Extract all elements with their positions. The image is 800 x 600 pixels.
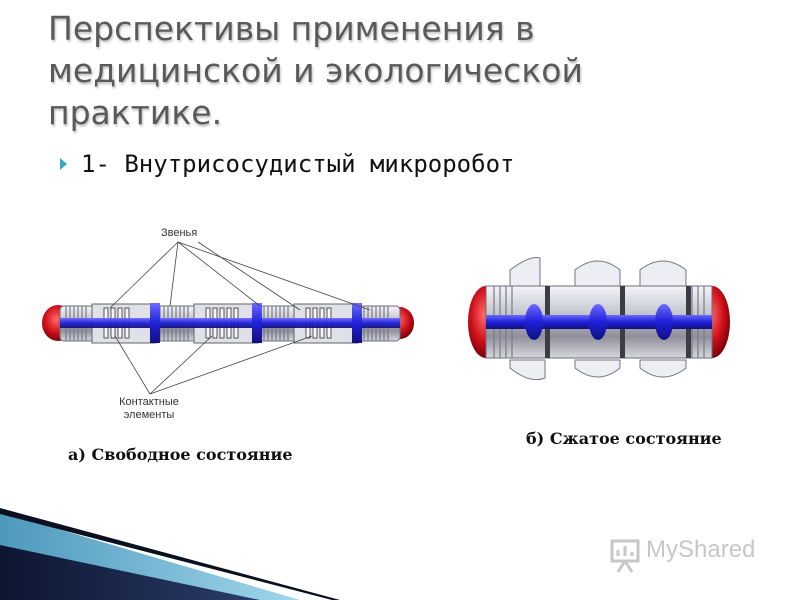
caption-compressed-state: б) Сжатое состояние: [526, 429, 722, 448]
caption-free-state: а) Свободное состояние: [68, 445, 293, 464]
decorative-wave: [0, 508, 340, 600]
robot-free-state: [42, 303, 414, 344]
bullet-text: 1- Внутрисосудистый микроробот: [81, 150, 515, 178]
watermark-text: MyShared: [646, 536, 756, 563]
robot-compressed-state: [468, 257, 730, 381]
slide-title: Перспективы применения в медицинской и э…: [48, 9, 583, 132]
bullet-item: 1- Внутрисосудистый микроробот: [60, 150, 514, 178]
triangle-bullet-icon: [60, 158, 67, 170]
annotation-lines: [109, 241, 371, 395]
label-links: Звенья: [161, 227, 198, 239]
label-contacts: Контактные элементы: [119, 396, 179, 421]
presentation-board-icon: [610, 539, 640, 573]
watermark: MyShared: [606, 536, 755, 564]
